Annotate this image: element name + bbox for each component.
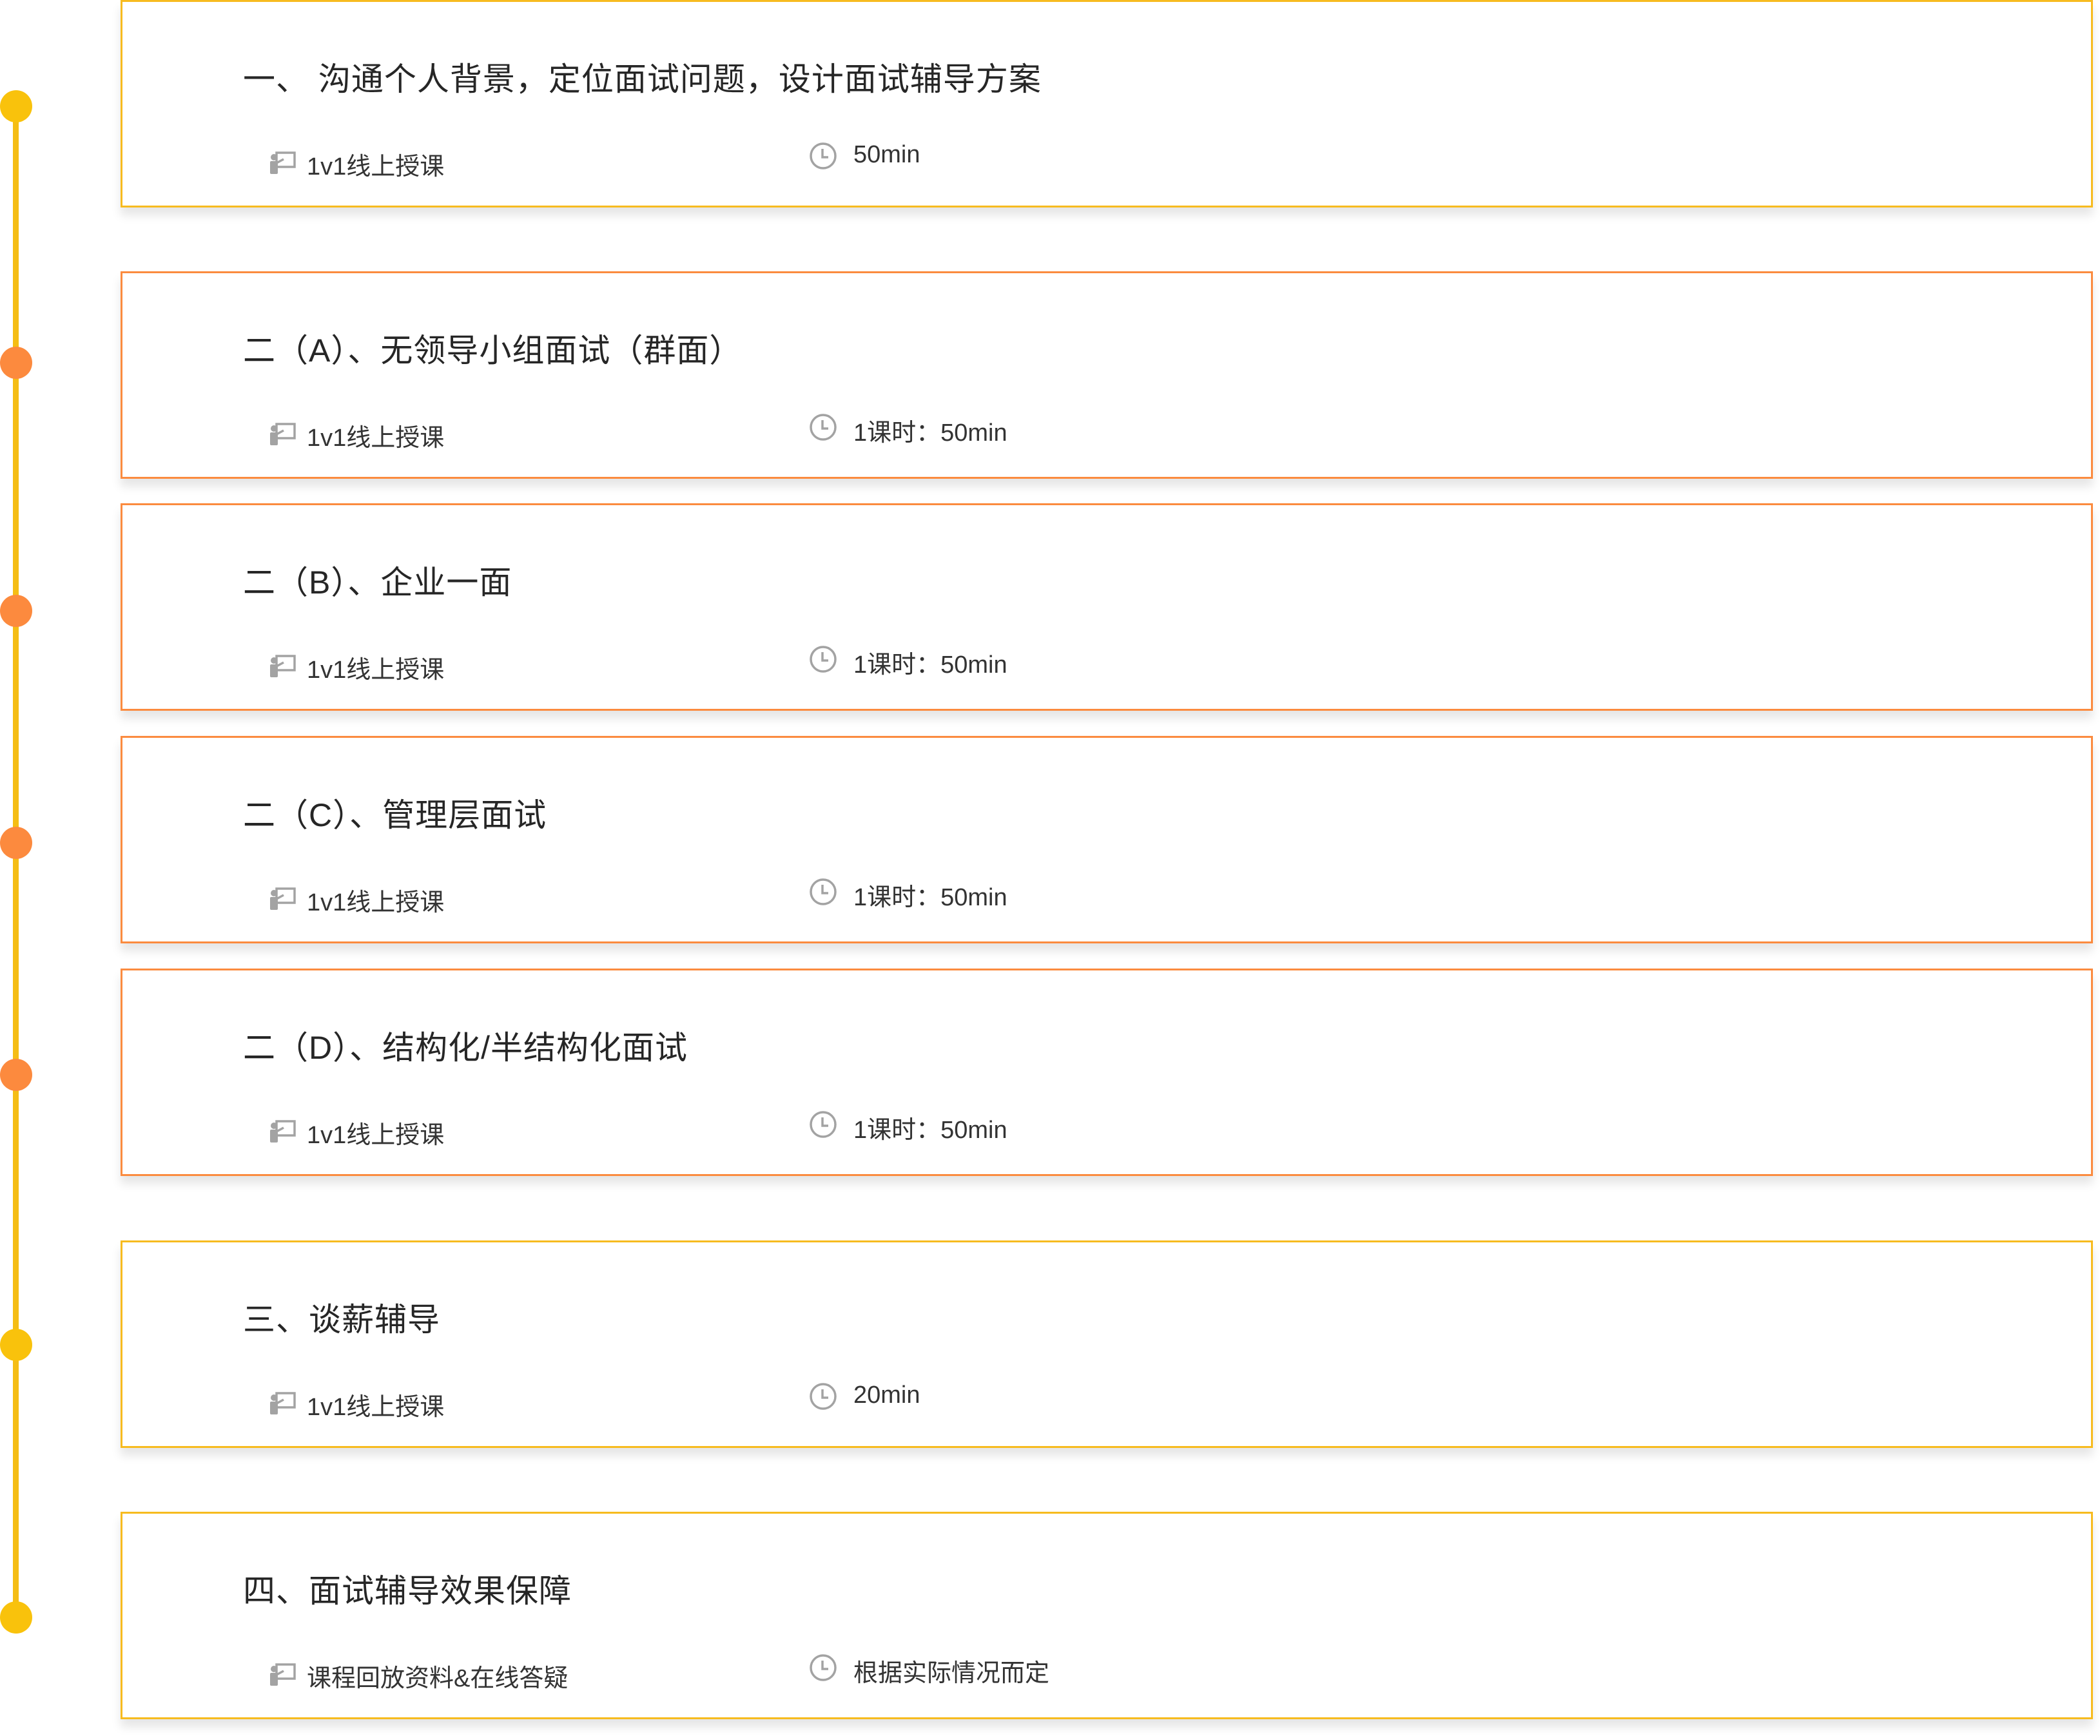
timeline-dot <box>0 1601 32 1634</box>
section-title: 二（B）、企业一面 <box>243 564 512 601</box>
teacher-at-board-icon <box>268 1389 297 1418</box>
timeline-dot <box>0 827 32 859</box>
section-card: 三、谈薪辅导 1v1线上授课 20min <box>121 1240 2093 1448</box>
clock-icon <box>808 412 838 442</box>
section-card: 二（B）、企业一面 1v1线上授课 1课时：50min <box>121 503 2093 711</box>
section-title: 二（C）、管理层面试 <box>243 797 547 833</box>
course-mode: 课程回放资料&在线答疑 <box>307 1665 569 1692</box>
course-duration: 1课时：50min <box>853 1117 1007 1144</box>
section-title: 四、面试辅导效果保障 <box>243 1573 572 1609</box>
section-title: 一、 沟通个人背景，定位面试问题，设计面试辅导方案 <box>243 61 1042 97</box>
course-duration: 1课时：50min <box>853 420 1007 447</box>
teacher-at-board-icon <box>268 420 297 448</box>
section-title: 三、谈薪辅导 <box>243 1302 440 1338</box>
course-duration: 20min <box>853 1382 920 1409</box>
course-mode: 1v1线上授课 <box>307 657 445 684</box>
timeline-dot <box>0 90 32 122</box>
section-card: 二（D）、结构化/半结构化面试 1v1线上授课 1课时：50min <box>121 969 2093 1176</box>
timeline-dot <box>0 347 32 379</box>
course-mode: 1v1线上授课 <box>307 889 445 916</box>
teacher-at-board-icon <box>268 1661 297 1689</box>
course-mode: 1v1线上授课 <box>307 425 445 452</box>
course-duration: 1课时：50min <box>853 884 1007 911</box>
clock-icon <box>808 1382 838 1411</box>
teacher-at-board-icon <box>268 149 297 177</box>
section-card: 二（A）、无领导小组面试（群面） 1v1线上授课 1课时：50min <box>121 271 2093 479</box>
timeline-dot <box>0 1329 32 1361</box>
clock-icon <box>808 644 838 674</box>
clock-icon <box>808 877 838 907</box>
clock-icon <box>808 1110 838 1139</box>
timeline-dot <box>0 1059 32 1091</box>
teacher-at-board-icon <box>268 652 297 680</box>
course-duration: 50min <box>853 141 920 168</box>
clock-icon <box>808 1653 838 1683</box>
course-mode: 1v1线上授课 <box>307 1122 445 1149</box>
timeline-dot <box>0 595 32 627</box>
teacher-at-board-icon <box>268 885 297 913</box>
timeline-line <box>13 106 19 1617</box>
course-duration: 根据实际情况而定 <box>853 1660 1050 1687</box>
teacher-at-board-icon <box>268 1117 297 1146</box>
section-card: 四、面试辅导效果保障 课程回放资料&在线答疑 根据实际情况而定 <box>121 1512 2093 1719</box>
course-mode: 1v1线上授课 <box>307 153 445 180</box>
section-title: 二（A）、无领导小组面试（群面） <box>243 333 743 369</box>
section-title: 二（D）、结构化/半结构化面试 <box>243 1030 688 1066</box>
course-duration: 1课时：50min <box>853 651 1007 679</box>
course-mode: 1v1线上授课 <box>307 1394 445 1421</box>
clock-icon <box>808 141 838 171</box>
section-card: 二（C）、管理层面试 1v1线上授课 1课时：50min <box>121 736 2093 943</box>
section-card: 一、 沟通个人背景，定位面试问题，设计面试辅导方案 1v1线上授课 50min <box>121 0 2093 207</box>
